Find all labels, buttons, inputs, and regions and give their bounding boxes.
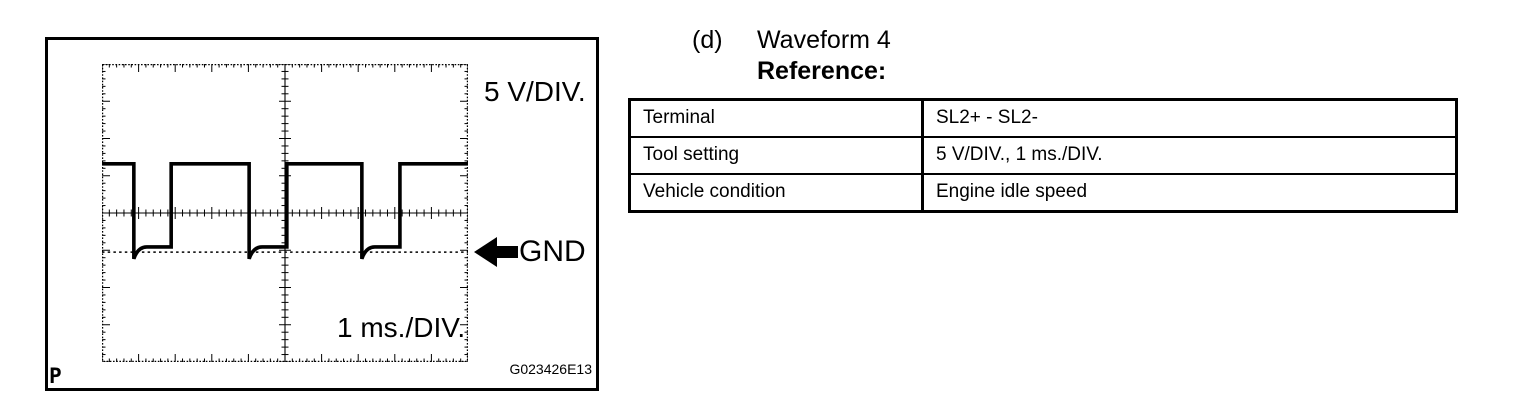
row-label-vehicle-condition: Vehicle condition xyxy=(628,173,924,213)
row-value-terminal: SL2+ - SL2- xyxy=(921,98,1458,138)
section-index: (d) xyxy=(692,26,723,54)
reference-table: Terminal SL2+ - SL2- Tool setting 5 V/DI… xyxy=(628,98,1458,213)
figure-code: G023426E13 xyxy=(509,361,592,377)
section-heading: (d) Waveform 4 xyxy=(692,27,891,54)
row-label-tool-setting: Tool setting xyxy=(628,136,924,175)
corner-mark: P xyxy=(49,364,62,388)
section-title: Waveform 4 xyxy=(757,26,891,54)
waveform-trace xyxy=(102,162,468,260)
left-arrow-icon xyxy=(474,237,518,267)
time-per-div-label: 1 ms./DIV. xyxy=(337,312,466,343)
table-row: Vehicle condition Engine idle speed xyxy=(628,173,1458,213)
table-row: Terminal SL2+ - SL2- xyxy=(628,98,1458,138)
gnd-label: GND xyxy=(519,235,586,268)
waveform-figure-box: 5 V/DIV. 1 ms./DIV. GND P G023426E13 xyxy=(45,37,599,391)
section-subtitle: Reference: xyxy=(757,57,887,85)
table-row: Tool setting 5 V/DIV., 1 ms./DIV. xyxy=(628,136,1458,175)
row-value-tool-setting: 5 V/DIV., 1 ms./DIV. xyxy=(921,136,1458,175)
volts-per-div-label: 5 V/DIV. xyxy=(484,76,586,107)
row-value-vehicle-condition: Engine idle speed xyxy=(921,173,1458,213)
row-label-terminal: Terminal xyxy=(628,98,924,138)
oscilloscope-grid xyxy=(102,64,468,362)
gnd-marker: GND xyxy=(474,236,586,268)
